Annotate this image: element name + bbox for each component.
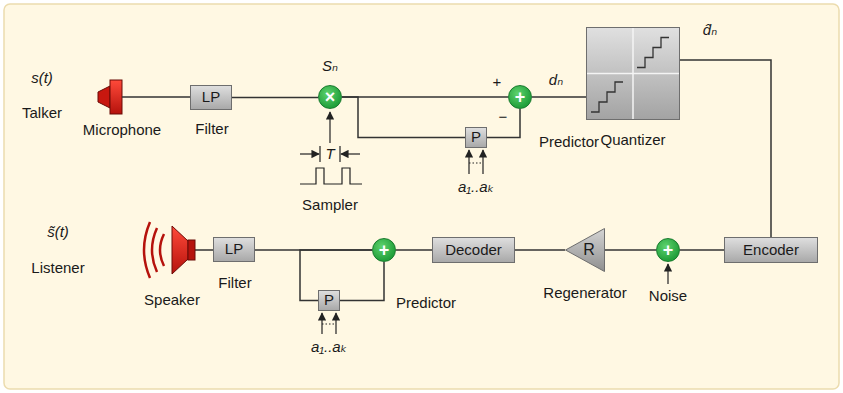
predictor-box: PPredictor: [465, 127, 487, 148]
summing-circle: +: [656, 238, 680, 262]
signal-name: Sₙ: [322, 58, 338, 75]
node-label: LP: [225, 241, 243, 258]
signal-wire: [515, 249, 565, 251]
signal-name: dₙ: [549, 72, 563, 89]
node-label: +: [379, 241, 390, 259]
signal-wire: [396, 249, 432, 251]
microphone-icon: [98, 80, 122, 114]
node-label: Decoder: [445, 242, 502, 259]
sink-label: Listener: [31, 260, 84, 277]
source-label: Talker: [22, 105, 62, 122]
quantizer-box: Quantizer: [586, 27, 680, 120]
signal-wire: [340, 262, 384, 301]
regenerator-triangle: RRegenerator: [565, 228, 605, 272]
node-caption: Predictor: [396, 295, 456, 312]
sign-label: −: [499, 109, 508, 126]
decoder-box: Decoder: [432, 237, 515, 263]
sampler-symbol: [300, 112, 362, 184]
part-name: Microphone: [83, 122, 161, 139]
coefficient-label: a₁..aₖ: [311, 339, 347, 356]
signal-name: d̂ₙ: [703, 22, 717, 39]
sign-label: +: [493, 74, 502, 91]
period-label: T: [325, 146, 334, 163]
summing-circle: +: [372, 238, 396, 262]
signal-wire: [232, 97, 318, 99]
signal-wire: [532, 96, 586, 98]
speaker-icon: [144, 222, 195, 278]
signal-name: s̃(t): [47, 224, 69, 241]
node-label: Quantizer: [600, 132, 665, 149]
filter-box: LPFilter: [213, 237, 255, 262]
multiplier-circle: ×: [318, 85, 342, 109]
summing-circle: +: [508, 85, 532, 109]
node-label: P: [471, 129, 481, 146]
node-label: P: [324, 292, 334, 309]
predictor-box: PPredictor: [318, 290, 340, 311]
background-panel: [4, 4, 839, 389]
node-caption: Regenerator: [543, 285, 626, 302]
part-name: Sampler: [302, 197, 358, 214]
node-caption: Predictor: [539, 134, 599, 151]
signal-name: s(t): [31, 70, 53, 87]
node-label: R: [583, 241, 595, 259]
signal-wire: [487, 109, 520, 138]
node-label: +: [663, 241, 674, 259]
signal-wire: [680, 60, 771, 237]
quantizer-shape: [586, 27, 680, 120]
signal-wire: [605, 249, 656, 251]
coefficient-label: a₁..aₖ: [458, 179, 494, 196]
noise-arrow: [667, 264, 668, 284]
signal-wire: [342, 96, 508, 98]
signal-wire: [122, 96, 190, 98]
signal-wire: [680, 249, 724, 251]
filter-box: LPFilter: [190, 85, 232, 110]
node-label: ×: [325, 88, 336, 106]
encoder-box: Encoder: [724, 237, 818, 263]
signal-wire: [342, 97, 465, 138]
node-caption: Filter: [195, 121, 228, 138]
part-name: Noise: [649, 288, 687, 305]
node-label: Encoder: [743, 242, 799, 259]
part-name: Speaker: [144, 292, 200, 309]
node-label: LP: [202, 89, 220, 106]
node-caption: Filter: [218, 275, 251, 292]
node-label: +: [515, 88, 526, 106]
